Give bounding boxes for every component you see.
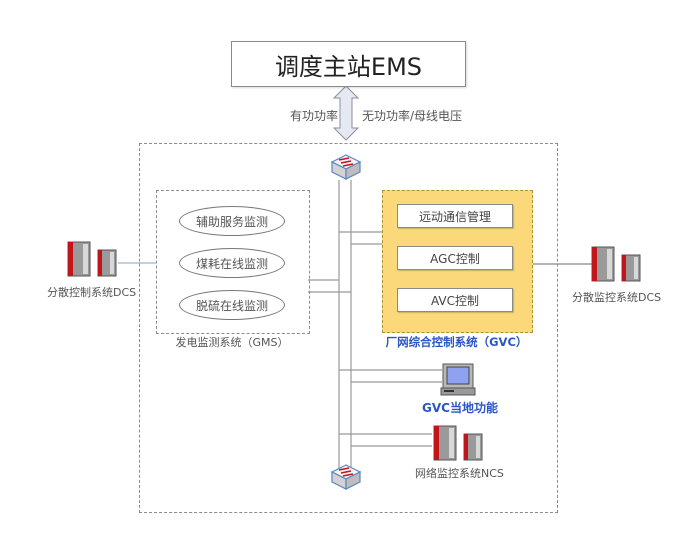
gvc-label: 厂网综合控制系统（GVC） xyxy=(385,335,528,349)
gms-item: 辅助服务监测 xyxy=(179,206,285,236)
ncs-server-icon xyxy=(433,425,483,461)
dcs-right-server-icon xyxy=(591,246,641,282)
gms-group: 辅助服务监测 煤耗在线监测 脱硫在线监测 xyxy=(156,190,310,334)
switch-bottom-icon xyxy=(330,464,362,490)
reactive-power-label: 无功功率/母线电压 xyxy=(362,109,463,123)
dcs-right-label: 分散监控系统DCS xyxy=(572,291,662,304)
computer-icon xyxy=(440,363,476,396)
ems-title: 调度主站EMS xyxy=(274,52,423,81)
switch-top-icon xyxy=(330,154,362,180)
dcs-left-label: 分散控制系统DCS xyxy=(47,286,137,299)
plant-boundary xyxy=(139,143,558,513)
ncs-label: 网络监控系统NCS xyxy=(415,467,504,480)
bidirectional-arrow-icon xyxy=(332,85,360,141)
gms-item: 煤耗在线监测 xyxy=(179,248,285,278)
gms-item: 脱硫在线监测 xyxy=(179,290,285,320)
gms-label: 发电监测系统（GMS） xyxy=(175,336,289,349)
gvc-group: 远动通信管理 AGC控制 AVC控制 xyxy=(382,190,533,333)
gvc-item: AGC控制 xyxy=(397,246,513,270)
dcs-left-server-icon xyxy=(67,241,117,277)
gvc-item: 远动通信管理 xyxy=(397,204,513,228)
gvc-item: AVC控制 xyxy=(397,288,513,312)
gvc-local-label: GVC当地功能 xyxy=(422,401,498,415)
ems-dispatch-box: 调度主站EMS xyxy=(231,41,466,87)
active-power-label: 有功功率 xyxy=(290,109,339,123)
